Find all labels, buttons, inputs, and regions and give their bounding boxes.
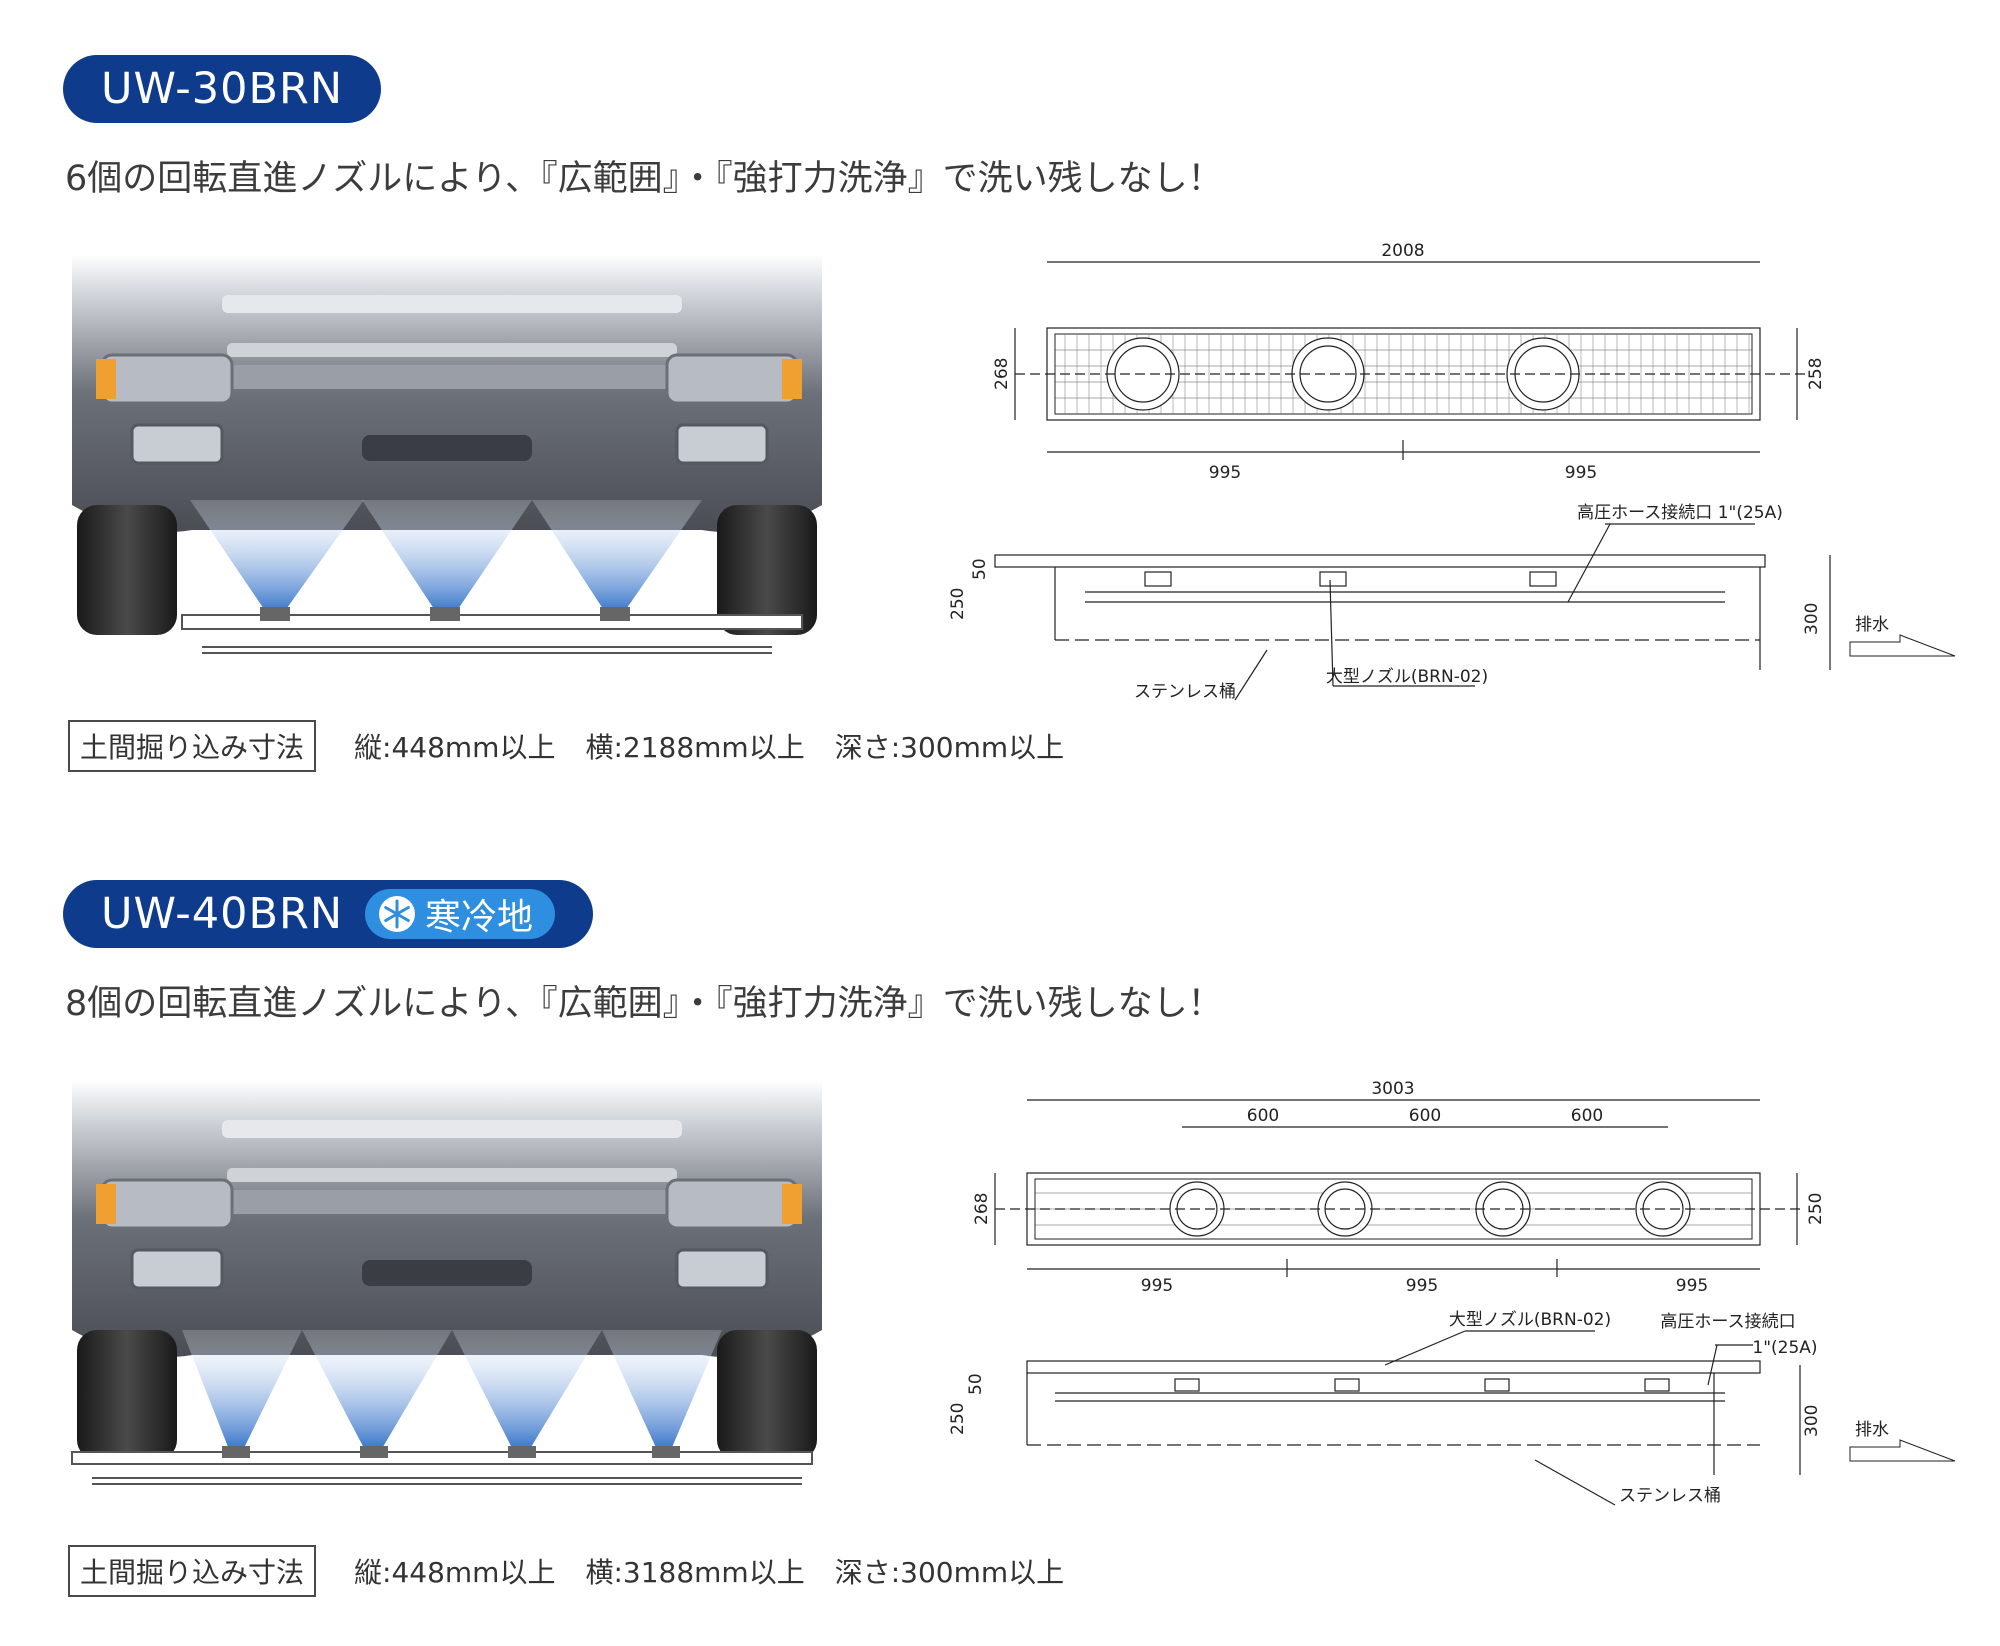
dim-inner-2: 600 — [1409, 1106, 1441, 1126]
tagline: 6個の回転直進ノズルにより、『広範囲』・『強打力洗浄』で洗い残しなし！ — [65, 159, 1223, 199]
model-pill: UW-40BRN 寒冷地 — [63, 880, 594, 948]
plan-and-section-drawing: 2008 268 258 995 995 高圧ホース接続口 1"(25A) — [948, 241, 1956, 702]
cold-climate-label: 寒冷地 — [425, 897, 534, 938]
hose-label: 高圧ホース接続口 — [1660, 1312, 1795, 1332]
excavation-dimensions: 土間掘り込み寸法 縦:448mm以上 横:2188mm以上 深さ:300mm以上 — [68, 720, 1064, 772]
dim-overall: 3003 — [1371, 1079, 1414, 1099]
hose-label: 高圧ホース接続口 1"(25A) — [1577, 503, 1783, 523]
dim-depth-total: 250 — [948, 1403, 968, 1435]
dim-pitch-1: 995 — [1209, 463, 1241, 483]
drain-label: 排水 — [1855, 615, 1889, 635]
cold-climate-badge: 寒冷地 — [365, 889, 556, 939]
dim-pitch-2: 995 — [1406, 1276, 1438, 1296]
dim-pitch-1: 995 — [1141, 1276, 1173, 1296]
excavation-label: 土間掘り込み寸法 — [68, 720, 317, 772]
excavation-depth: 深さ:300mm以上 — [834, 731, 1065, 764]
dim-height-right: 250 — [1806, 1193, 1826, 1225]
dim-pitch-3: 995 — [1676, 1276, 1708, 1296]
dim-drain-depth: 300 — [1802, 1405, 1822, 1437]
tagline: 8個の回転直進ノズルにより、『広範囲』・『強打力洗浄』で洗い残しなし！ — [65, 984, 1223, 1024]
excavation-dimensions: 土間掘り込み寸法 縦:448mm以上 横:3188mm以上 深さ:300mm以上 — [68, 1545, 1064, 1597]
dim-height-right: 258 — [1806, 358, 1826, 390]
excavation-width: 横:2188mm以上 — [585, 731, 805, 764]
model-name: UW-40BRN — [101, 889, 344, 939]
snowflake-icon — [379, 896, 416, 932]
dim-depth-top: 50 — [970, 558, 990, 580]
dim-height-left: 268 — [992, 358, 1012, 390]
dim-height-left: 268 — [972, 1193, 992, 1225]
excavation-length: 縦:448mm以上 — [354, 1556, 556, 1589]
drain-label: 排水 — [1855, 1420, 1889, 1440]
dim-drain-depth: 300 — [1802, 603, 1822, 635]
trough-label: ステンレス桶 — [1619, 1486, 1721, 1506]
dim-inner-3: 600 — [1571, 1106, 1603, 1126]
excavation-width: 横:3188mm以上 — [585, 1556, 805, 1589]
dim-depth-total: 250 — [948, 588, 968, 620]
dim-inner-1: 600 — [1247, 1106, 1279, 1126]
truck-front-illustration — [72, 255, 822, 654]
model-pill: UW-30BRN — [63, 55, 382, 123]
excavation-depth: 深さ:300mm以上 — [834, 1556, 1065, 1589]
plan-and-section-drawing: 3003 600 600 600 268 250 995 995 995 大型ノ… — [948, 1079, 1956, 1506]
section-uw-30brn: UW-30BRN 6個の回転直進ノズルにより、『広範囲』・『強打力洗浄』で洗い残… — [0, 0, 2000, 820]
model-name: UW-30BRN — [101, 64, 344, 114]
section-uw-40brn: UW-40BRN 寒冷地 8個の回転直進ノズルにより、『広範囲』・『強打力洗浄』… — [0, 825, 2000, 1645]
truck-front-illustration — [71, 1080, 822, 1485]
dim-pitch-2: 995 — [1565, 463, 1597, 483]
excavation-length: 縦:448mm以上 — [354, 731, 556, 764]
dim-depth-top: 50 — [966, 1373, 986, 1395]
nozzle-label: 大型ノズル(BRN-02) — [1449, 1310, 1611, 1330]
excavation-label: 土間掘り込み寸法 — [68, 1545, 317, 1597]
dim-overall: 2008 — [1381, 241, 1424, 261]
hose-size: 1"(25A) — [1752, 1338, 1817, 1358]
nozzle-label: 大型ノズル(BRN-02) — [1326, 667, 1488, 687]
trough-label: ステンレス桶 — [1134, 682, 1236, 702]
